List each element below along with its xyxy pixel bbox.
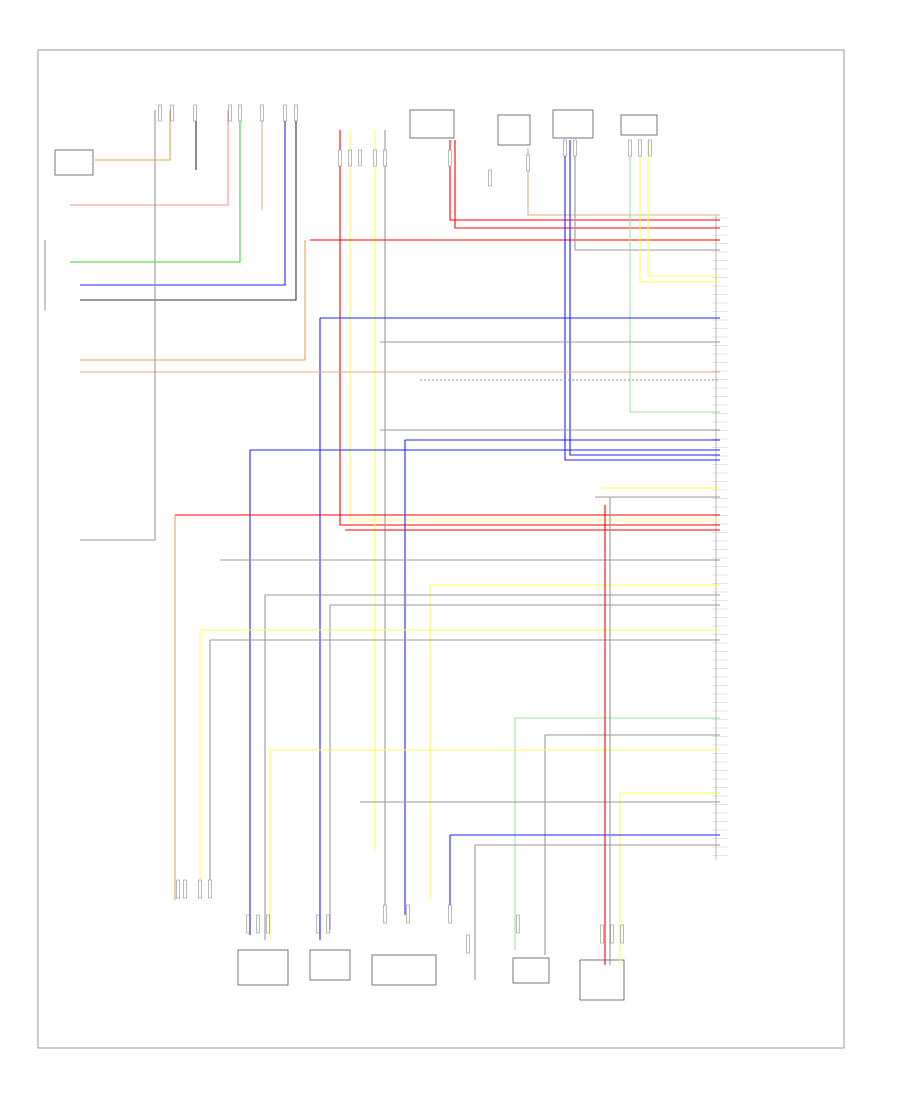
- connector-pin: [170, 104, 174, 122]
- connector-pin: [208, 879, 212, 899]
- wire-yellow: [349, 130, 720, 521]
- connector-pin: [526, 154, 530, 172]
- connector-pin: [260, 104, 264, 122]
- connector-pin: [563, 139, 567, 157]
- connector-pin: [158, 104, 162, 122]
- connector-pin: [406, 904, 410, 924]
- wire-pink: [70, 110, 229, 206]
- connector-pin: [466, 934, 470, 954]
- sensor-box-bottom-1: [237, 949, 289, 986]
- connector-pin: [316, 914, 320, 934]
- connector-pin: [448, 149, 452, 167]
- wire-blue: [569, 140, 720, 456]
- connector-pin: [383, 149, 387, 167]
- connector-pin: [198, 879, 202, 899]
- wire-black: [80, 110, 297, 301]
- sensor-box-top-2: [497, 114, 531, 146]
- connector-pin: [648, 139, 652, 157]
- connector-pin: [256, 914, 260, 934]
- connector-pin: [266, 914, 270, 934]
- connector-pin: [238, 104, 242, 122]
- connector-pin: [183, 879, 187, 899]
- sensor-box-top-1: [409, 109, 455, 139]
- connector-pin: [246, 914, 250, 934]
- connector-pin: [448, 904, 452, 924]
- wire-gray: [574, 140, 720, 251]
- wire-gray: [80, 110, 156, 541]
- connector-pin: [620, 924, 624, 944]
- wire-yellow: [647, 140, 720, 277]
- connector-pin: [193, 104, 197, 122]
- connector-pin: [283, 104, 287, 122]
- sensor-box-bottom-4: [512, 957, 550, 984]
- wire-blue: [80, 110, 286, 286]
- wire-orange: [95, 110, 171, 161]
- connector-pin: [516, 914, 520, 934]
- connector-pin: [628, 139, 632, 157]
- connector-pin: [373, 149, 377, 167]
- connector-pin: [176, 879, 180, 899]
- diagram-frame: [37, 49, 845, 1049]
- connector-pin: [338, 149, 342, 167]
- connector-pin: [228, 104, 232, 122]
- connector-pin: [348, 149, 352, 167]
- wire-tan: [527, 148, 720, 216]
- sensor-box-bottom-2: [309, 949, 351, 981]
- connector-pin: [358, 149, 362, 167]
- sensor-box-bottom-5: [579, 959, 625, 1001]
- sensor-box-bottom-3: [371, 954, 437, 986]
- connector-pin: [600, 924, 604, 944]
- sensor-box-top-4: [620, 114, 658, 136]
- wire-yellow: [639, 140, 720, 283]
- connector-pin: [610, 924, 614, 944]
- connector-pin: [488, 169, 492, 187]
- connector-pin: [294, 104, 298, 122]
- connector-pin: [383, 904, 387, 924]
- connector-pin: [638, 139, 642, 157]
- sensor-box-top-3: [552, 109, 594, 139]
- connector-pin: [573, 139, 577, 157]
- switch-box-left: [54, 149, 94, 176]
- connector-pin: [326, 914, 330, 934]
- wire-red: [339, 130, 720, 526]
- wire-red: [454, 140, 720, 229]
- wire-green: [70, 110, 241, 263]
- wire-light_green: [629, 140, 720, 413]
- wire-blue: [564, 140, 720, 461]
